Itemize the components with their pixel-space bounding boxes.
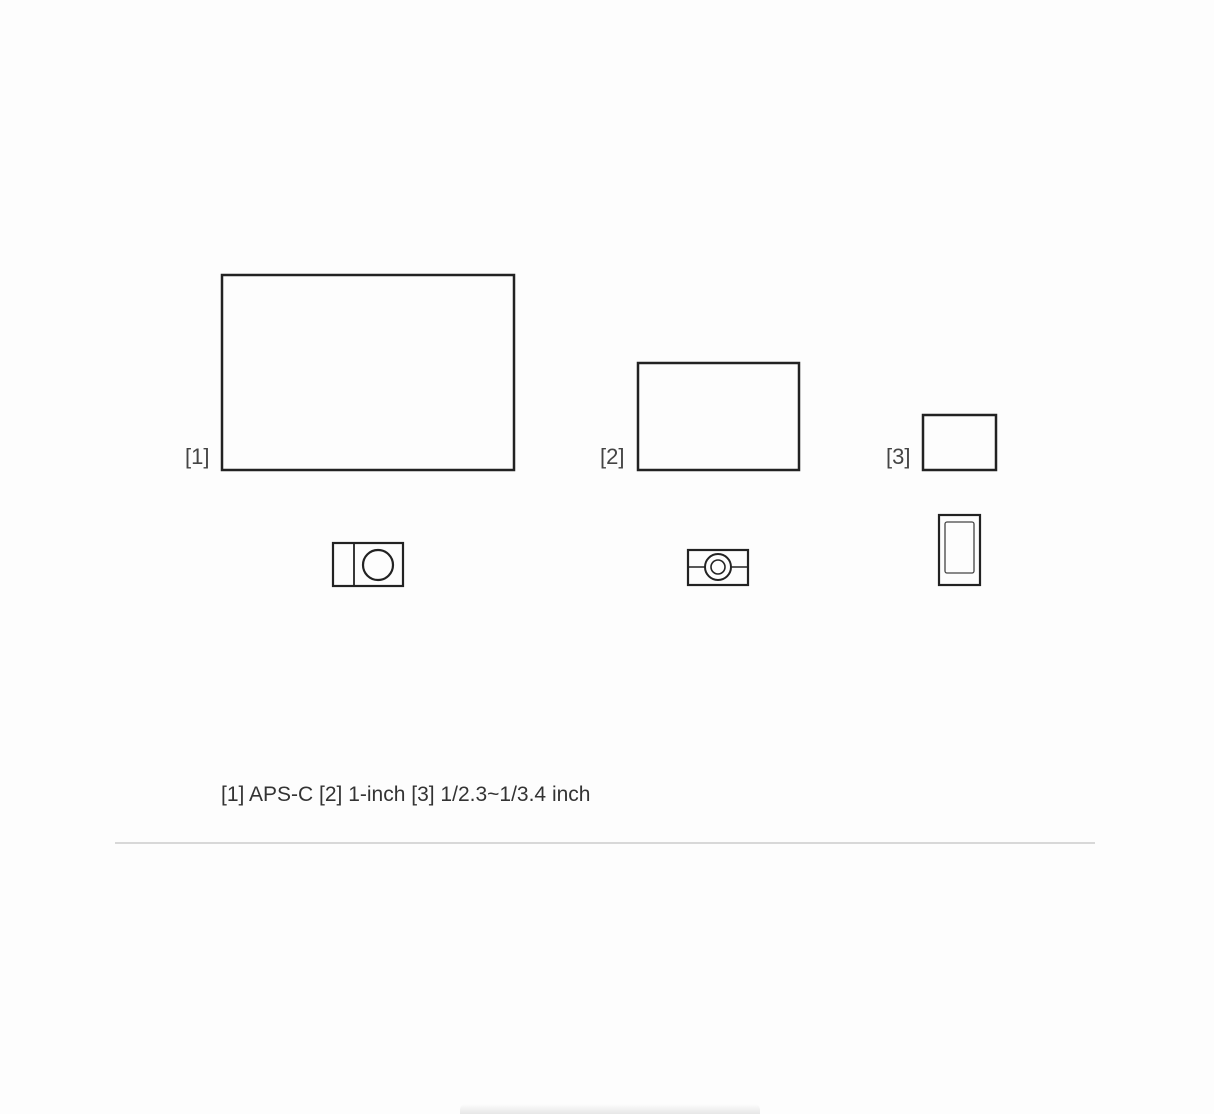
bottom-edge-shadow [460, 1104, 760, 1114]
sensor-size-caption: [1] APS-C [2] 1-inch [3] 1/2.3~1/3.4 inc… [221, 783, 591, 806]
sensor-2-label: [2] [600, 444, 625, 469]
compact-camera-icon [686, 548, 750, 587]
smartphone-icon [937, 513, 982, 587]
sensor-1-label: [1] [185, 444, 210, 469]
sensor-aps-c-rect [220, 273, 516, 472]
divider [115, 842, 1095, 844]
mirrorless-camera-icon [331, 541, 405, 588]
sensor-small-rect [921, 413, 998, 472]
sensor-1-inch-rect [636, 361, 801, 472]
sensor-3-label: [3] [886, 444, 911, 469]
